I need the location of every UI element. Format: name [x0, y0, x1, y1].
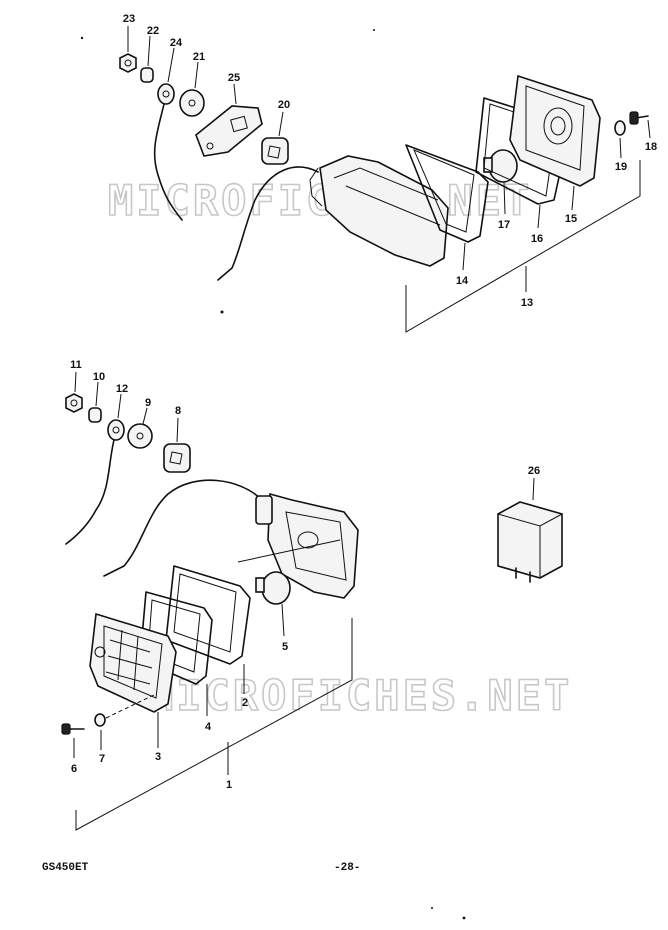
callout-25: 25 [228, 72, 240, 84]
signal-wire-13 [217, 166, 319, 281]
top-signal-assembly [80, 26, 651, 333]
bulb-5 [261, 571, 291, 605]
callout-17: 17 [498, 219, 510, 231]
callout-10: 10 [93, 371, 105, 383]
callout-9: 9 [145, 397, 151, 409]
callout-4: 4 [205, 721, 212, 733]
callout-11: 11 [70, 359, 82, 371]
watermark-top: MICROFICHES.NET [108, 176, 532, 225]
callout-16: 16 [531, 233, 543, 245]
callout-8: 8 [175, 405, 181, 417]
callout-12: 12 [116, 383, 128, 395]
callout-2: 2 [242, 697, 248, 709]
terminal-24 [157, 83, 175, 105]
callout-20: 20 [278, 99, 290, 111]
callout-13: 13 [521, 297, 533, 309]
washer-21 [179, 89, 205, 117]
terminal-12 [107, 419, 125, 441]
watermark-bottom: MICROFICHES.NET [148, 671, 572, 720]
callout-5: 5 [282, 641, 288, 653]
washer-10 [88, 407, 102, 423]
screw-6 [61, 723, 71, 735]
callout-7: 7 [99, 753, 105, 765]
callout-23: 23 [123, 13, 135, 25]
gasket-14 [405, 144, 489, 243]
washer-9 [127, 423, 153, 449]
callout-21: 21 [193, 51, 205, 63]
bottom-signal-assembly [61, 371, 359, 831]
grommet-8 [163, 443, 191, 473]
ground-wire-12 [65, 439, 115, 545]
relay-26 [497, 477, 563, 583]
nut-23 [119, 53, 137, 73]
ground-wire-24 [153, 103, 183, 221]
callout-24: 24 [170, 37, 183, 49]
nut-11 [65, 393, 83, 413]
callout-19: 19 [615, 161, 627, 173]
bulb-17 [488, 149, 518, 183]
washer-19 [614, 120, 626, 136]
washer-7 [94, 713, 106, 727]
callout-6: 6 [71, 763, 77, 775]
callout-22: 22 [147, 25, 159, 37]
group-bracket-1 [75, 618, 353, 831]
page-number: -28- [334, 862, 361, 874]
callout-14: 14 [456, 275, 469, 287]
grommet-20 [261, 137, 289, 165]
signal-wire-1 [103, 479, 263, 577]
lens-15 [509, 74, 601, 187]
model-code: GS450ET [42, 862, 89, 874]
callout-3: 3 [155, 751, 161, 763]
callout-26: 26 [528, 465, 540, 477]
callout-15: 15 [565, 213, 577, 225]
washer-22 [140, 67, 154, 83]
callout-18: 18 [645, 141, 657, 153]
bracket-25 [195, 105, 263, 157]
group-bracket-13 [405, 160, 641, 333]
callout-1: 1 [226, 779, 232, 791]
housing-13 [319, 155, 449, 267]
